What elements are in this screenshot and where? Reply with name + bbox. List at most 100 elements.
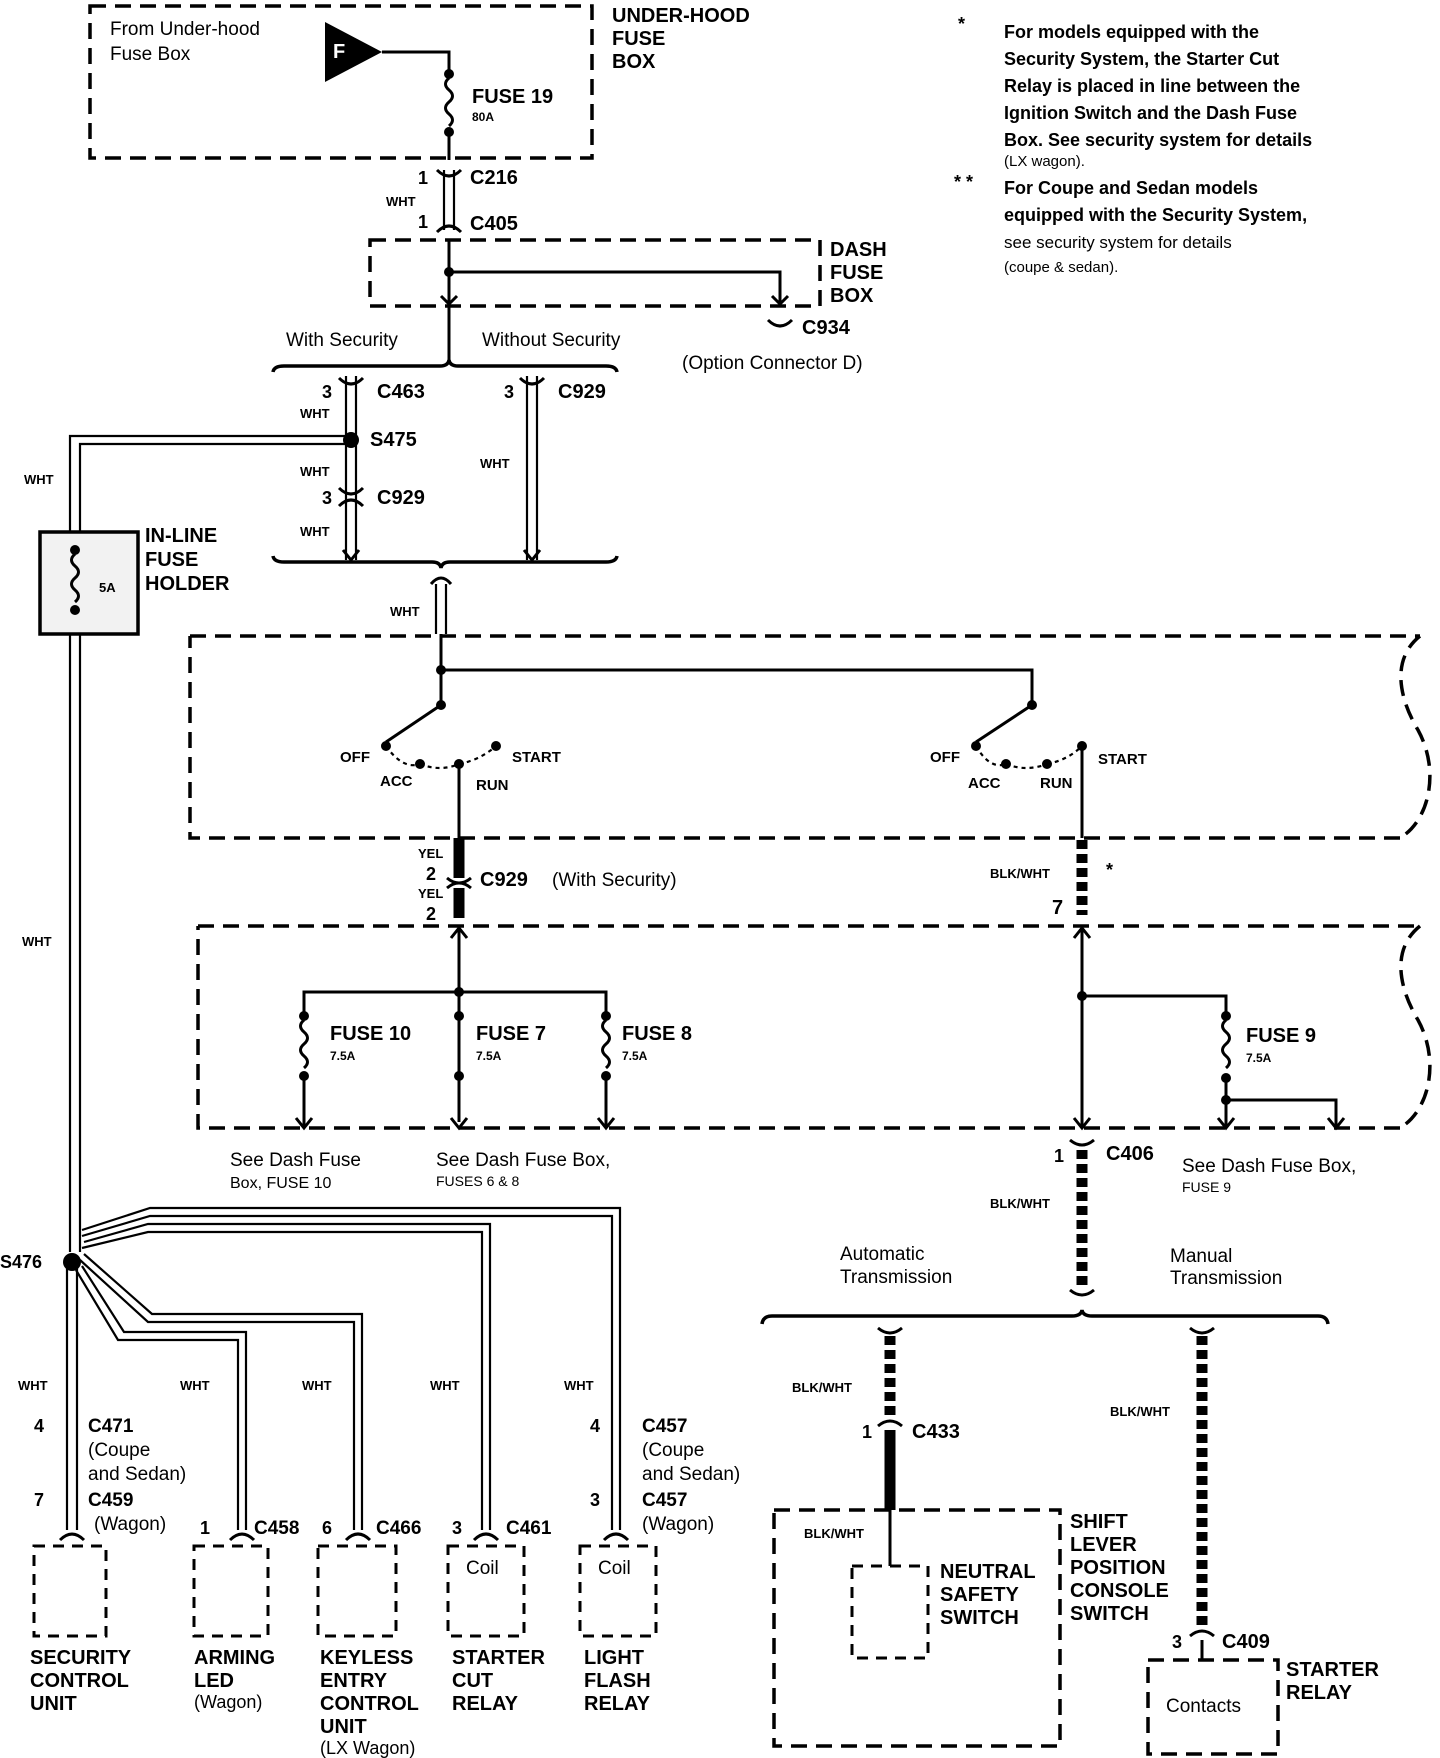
automatic-label2: Transmission [840,1267,952,1288]
blk-wht-label-b: BLK/WHT [990,1196,1050,1211]
without-security-path: 3 C929 WHT [480,376,606,563]
arming-conn: C458 [254,1518,299,1539]
light-flash-name1: LIGHT [584,1647,644,1669]
dash-fuse-lower-outline [196,924,1432,1130]
sec-conn-bottom: C459 [88,1490,133,1511]
c934-connector [766,318,794,328]
shift-lever-title1: SHIFT [1070,1511,1128,1533]
c929b-label: C929 [558,381,606,403]
blk-wht-asterisk: * [1106,860,1113,880]
wht-label-sec: WHT [18,1378,48,1393]
c929b-connector [518,376,546,386]
under-hood-box-title3: BOX [612,51,656,73]
sec-conn-top-desc2: and Sedan) [88,1464,186,1485]
fuse7-arrow [449,1117,469,1131]
ign-left-run: RUN [476,777,509,794]
fuse9-branch-wire [1082,994,1228,1012]
sec-name3: UNIT [30,1693,77,1715]
starter-cut-wire-b [83,1222,492,1530]
inline-fuse-rating: 5A [99,580,116,595]
arming-box [192,1544,270,1638]
arming-name2: LED [194,1670,234,1692]
wht-label-arming: WHT [180,1378,210,1393]
c405-pin: 1 [418,212,428,232]
dash-fuse-box-title3: BOX [830,285,874,307]
fuse8-arrow [596,1117,616,1131]
with-security-path: 3 C463 WHT S475 WHT 3 C929 WHT [300,376,425,563]
light-flash-conn-bottom-desc: (Wagon) [642,1514,714,1535]
manual-label2: Transmission [1170,1268,1282,1289]
wht-label-left-top: WHT [24,472,54,487]
arming-connector [228,1532,256,1542]
light-flash-pin-bottom: 3 [590,1490,600,1510]
light-flash-wire-a [81,1214,614,1530]
starter-cut-name3: RELAY [452,1693,519,1715]
fuse7-top-node [454,1011,464,1021]
keyless-name3: CONTROL [320,1693,419,1715]
under-hood-box-title2: FUSE [612,28,665,50]
c216-connector [435,168,463,178]
light-flash-conn-top-desc2: and Sedan) [642,1464,740,1485]
note1-marker: * [958,14,965,34]
blk-wht-label-a: BLK/WHT [990,866,1050,881]
note1-line1: For models equipped with the [1004,22,1259,42]
s475-label: S475 [370,429,417,451]
s476-splice [63,1253,81,1271]
trans-branch-connector [1069,1288,1095,1297]
wht-label-merge: WHT [390,604,420,619]
left-wht-run: WHT [22,634,82,1252]
starter-cut-pin: 3 [452,1518,462,1538]
ign-right-start: START [1098,751,1147,768]
fuse-bus-wire [302,990,608,1012]
note2-line1: For Coupe and Sedan models [1004,178,1258,198]
yel-label-top: YEL [418,846,443,861]
light-flash-conn-bottom: C457 [642,1490,687,1511]
fuse8-element [601,1018,611,1070]
starter-cut-inner: Coil [466,1558,499,1579]
arming-note: (Wagon) [194,1692,262,1712]
manual-label1: Manual [1170,1246,1232,1267]
blk-wht-label-auto: BLK/WHT [792,1380,852,1395]
ign-right-acc: ACC [968,775,1001,792]
fuse19-name: FUSE 19 [472,86,553,108]
c463-connector [337,376,365,386]
keyless-name2: ENTRY [320,1670,388,1692]
ign-left-acc: ACC [380,773,413,790]
note1-line6: (LX wagon). [1004,153,1085,170]
keyless-wire-a [79,1259,356,1530]
wht-label-left-mid: WHT [22,934,52,949]
starter-cut-conn: C461 [506,1518,552,1539]
c406-run: 1 C406 BLK/WHT Automatic Transmission Ma… [760,1138,1330,1325]
neutral-safety-box [850,1564,930,1660]
under-hood-source-line2: Fuse Box [110,44,191,65]
fuse7-rating: 7.5A [476,1049,502,1063]
c433-connector [877,1419,903,1428]
starter-relay-inner: Contacts [1166,1696,1241,1717]
notes-panel: * For models equipped with the Security … [954,14,1312,276]
wht-label-c463: WHT [300,406,330,421]
fuse-references: See Dash Fuse Box, FUSE 10 See Dash Fuse… [230,1150,1356,1195]
starter-cut-name2: CUT [452,1670,493,1692]
shift-lever-title2: LEVER [1070,1534,1137,1556]
c929b-pin: 3 [504,382,514,402]
keyless-note: (LX Wagon) [320,1738,415,1758]
inline-fuse-title1: IN-LINE [145,525,217,547]
c463-label: C463 [377,381,425,403]
note1-line5: Box. See security system for details [1004,130,1312,150]
sec-conn-top: C471 [88,1416,134,1437]
sec-conn-top-desc1: (Coupe [88,1440,150,1461]
dash-fuse-box-title1: DASH [830,239,887,261]
under-hood-box-title1: UNDER-HOOD [612,5,750,27]
yel-pin-top: 2 [426,864,436,884]
fuse10-element [299,1018,309,1070]
wht-label-keyless: WHT [302,1378,332,1393]
see-fuse10-line1: See Dash Fuse [230,1150,361,1171]
under-hood-box-outline [88,4,594,160]
feed-connector-triangle [325,22,382,82]
fuse9-top-node [1221,1011,1231,1021]
c929-yel-connector-bottom [446,881,472,890]
c406-connector [1069,1138,1095,1147]
fuse9-rating: 7.5A [1246,1051,1272,1065]
fuse10-top-node [299,1011,309,1021]
